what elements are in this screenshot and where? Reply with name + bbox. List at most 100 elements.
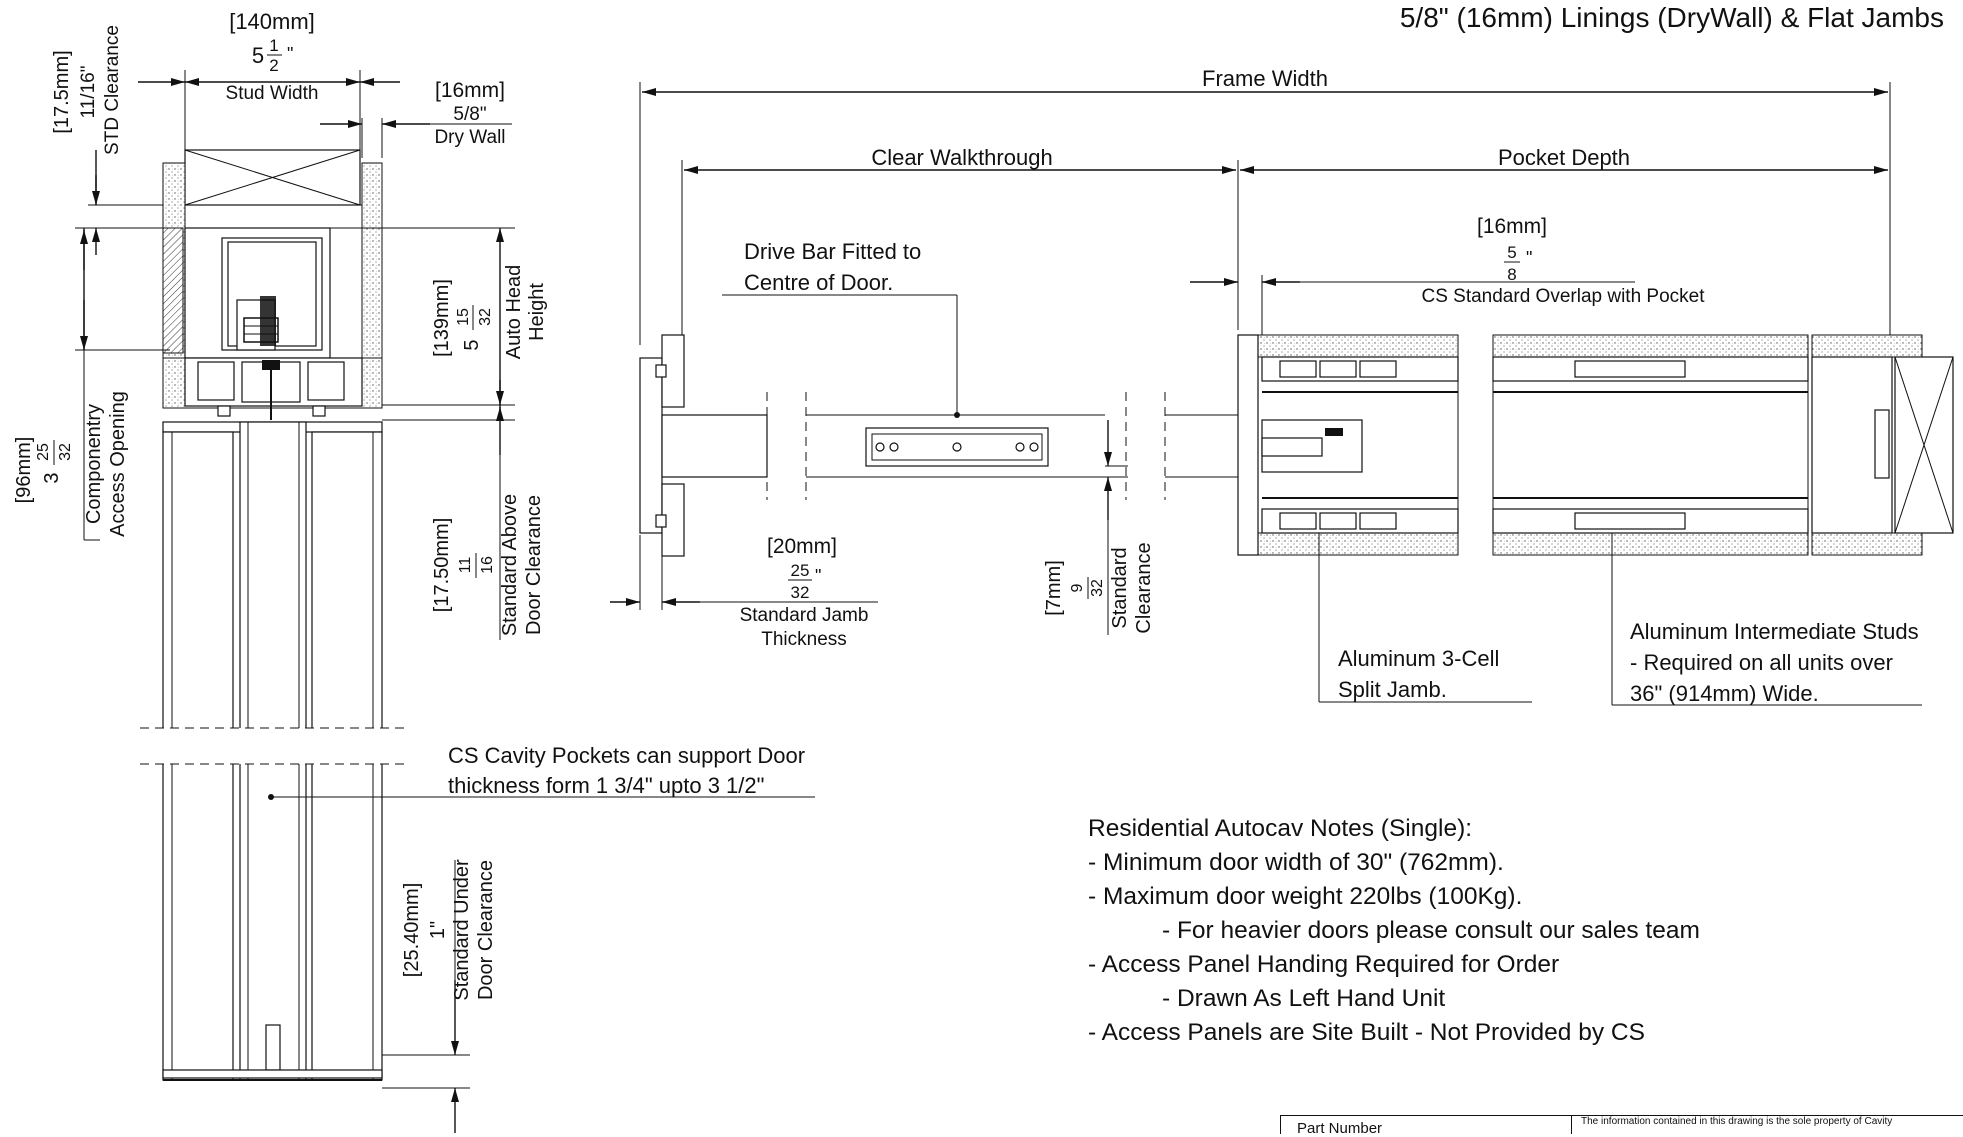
drywall-top [1257,334,1459,358]
clearance-label1: Standard [1109,547,1131,628]
cavity-note-line2: thickness form 1 3/4" upto 3 1/2" [448,773,764,798]
stud-width-mm: [140mm] [229,9,315,34]
inch-mark: " [1526,248,1532,268]
above-door-inch-num: 11 [457,557,474,574]
drawing-title: 5/8" (16mm) Linings (DryWall) & Flat Jam… [1399,2,1944,33]
note-line: - Drawn As Left Hand Unit [1162,985,1446,1012]
plan-view: Frame Width Clear Walkthrough Pocket Dep… [610,66,1954,706]
auto-head-mm: [139mm] [431,279,453,357]
overlap-inch-den: 8 [1507,265,1516,284]
intermediate-stud [1574,512,1686,530]
split-jamb-note1: Aluminum 3-Cell [1338,646,1499,671]
cell [1279,360,1317,378]
above-door-label2: Door Clearance [523,495,545,635]
dry-wall-inch: 5/8" [453,104,486,125]
cell [1319,360,1357,378]
catch-body [1261,437,1323,457]
drive-bar-note1: Drive Bar Fitted to [744,239,921,264]
clear-walkthrough-label: Clear Walkthrough [871,145,1052,170]
floor-track [162,1069,383,1079]
auto-head-inch-den: 32 [477,308,494,326]
clearance-inch-den: 32 [1089,579,1106,597]
cross-line [1894,356,1954,534]
access-label2: Access Opening [107,391,129,537]
split-jamb-note2: Split Jamb. [1338,677,1447,702]
cell [1359,512,1397,530]
stud-width-inch-num: 1 [269,36,278,55]
std-clearance-label: STD Clearance [102,25,123,155]
jamb-mm: [20mm] [767,535,837,558]
part-number-label: Part Number [1297,1120,1383,1137]
note-line: - Access Panel Handing Required for Orde… [1088,951,1560,978]
bolt [1015,442,1025,452]
screw [655,514,667,528]
std-clearance-mm: [17.5mm] [51,50,73,133]
overlap-mm: [16mm] [1477,215,1547,238]
bolt [1029,442,1039,452]
flat-jamb [639,357,663,534]
bolt [952,442,962,452]
under-door-mm: [25.40mm] [401,883,423,977]
trolley-body [243,317,279,343]
std-clearance-inch: 11/16" [78,66,99,119]
bolt [889,442,899,452]
section-view: [140mm] 5 1 2 " Stud Width [16mm] 5/8" D… [13,9,815,1133]
guide [312,405,326,417]
under-door-label1: Standard Under [451,859,473,1001]
access-inch-num: 25 [35,443,52,461]
auto-head-label1: Auto Head [503,265,525,360]
frame-width-label: Frame Width [1202,66,1328,91]
screw [655,364,667,378]
note-line: - For heavier doors please consult our s… [1162,917,1700,944]
drywall-bottom [1811,532,1923,556]
note-line: - Access Panels are Site Built - Not Pro… [1088,1019,1645,1046]
dry-wall-label: Dry Wall [434,127,505,148]
break-gap [150,728,410,764]
dry-wall-mm: [16mm] [435,79,505,102]
stud-width-inch-whole: 5 [252,43,264,68]
jamb-inch-den: 32 [791,583,810,602]
note-line: - Minimum door width of 30" (762mm). [1088,849,1504,876]
door-plan [661,414,768,478]
drive-bar-note2: Centre of Door. [744,270,893,295]
end-stop [1874,409,1890,479]
studs-note2: - Required on all units over [1630,650,1893,675]
jamb-inch-num: 25 [791,561,810,580]
copyright-text: The information contained in this drawin… [1581,1116,1893,1127]
access-inch-den: 32 [57,443,74,461]
studs-note1: Aluminum Intermediate Studs [1630,619,1919,644]
notes-heading: Residential Autocav Notes (Single): [1088,815,1473,842]
under-door-inch: 1" [427,921,449,939]
residential-notes: Residential Autocav Notes (Single): - Mi… [1088,812,1700,1050]
track-channel-left [197,361,235,401]
overlap-label: CS Standard Overlap with Pocket [1421,286,1705,307]
auto-head-inch-whole: 5 [461,339,483,350]
clearance-inch-num: 9 [1069,583,1086,592]
stud-width-inch-den: 2 [269,56,278,75]
inch-mark: " [815,566,821,586]
inch-mark: " [287,44,293,64]
floor-guide [265,1024,281,1071]
above-door-inch-den: 16 [479,556,496,574]
catch [1325,428,1343,436]
stud-width-label: Stud Width [226,83,319,104]
above-door-label1: Standard Above [499,494,521,636]
bolt [875,442,885,452]
access-label1: Componentry [83,404,105,524]
intermediate-stud [1574,360,1686,378]
pocket-overlap [1237,334,1259,556]
note-line: - Maximum door weight 220lbs (100Kg). [1088,883,1523,910]
access-inch-whole: 3 [41,472,63,483]
trolley-wheel [260,296,276,346]
drywall-top [1811,334,1923,358]
auto-head-inch-num: 15 [455,308,472,326]
cavity-note-line1: CS Cavity Pockets can support Door [448,743,805,768]
access-mm: [96mm] [13,437,35,504]
drywall-bottom [1492,532,1809,556]
hanger-head [262,360,280,370]
pocket-depth-label: Pocket Depth [1498,145,1630,170]
auto-head-label2: Height [526,283,548,341]
drive-bar-slot [871,433,1043,461]
cell [1279,512,1317,530]
